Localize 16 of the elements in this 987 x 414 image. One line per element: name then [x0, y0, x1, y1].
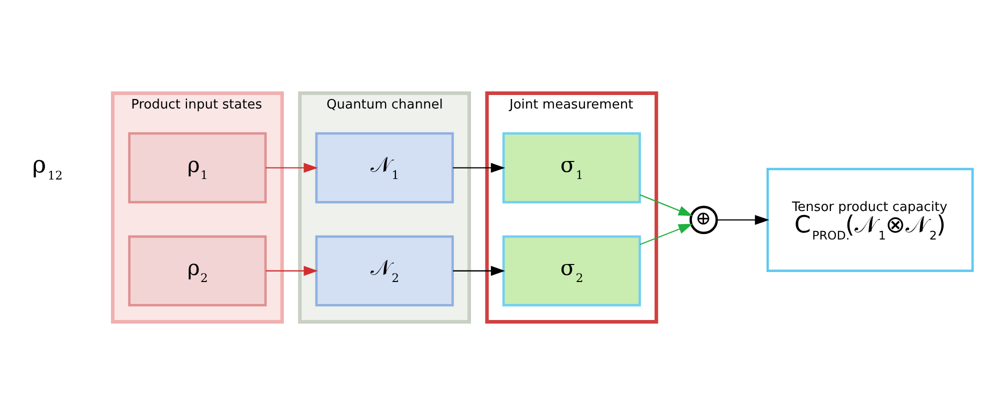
- arrow: [640, 223, 693, 245]
- node-box: 𝒩$_{1}$: [315, 132, 454, 203]
- arrow: [266, 162, 318, 172]
- label: ρ$_{12}$: [32, 150, 63, 182]
- node-box: ρ$_{1}$: [128, 132, 267, 203]
- node-circle: ⊕: [690, 205, 718, 234]
- arrow: [640, 194, 693, 216]
- arrow: [717, 214, 770, 224]
- node-box: Tensor product capacity C$_{PROD.}$(𝒩$_{1}$⊗𝒩$_{2}$): [766, 167, 974, 272]
- arrow: [452, 265, 506, 276]
- node-box: σ$_{1}$: [502, 132, 641, 203]
- node-box: σ$_{2}$: [502, 234, 641, 306]
- arrow: [266, 265, 318, 276]
- arrow: [452, 162, 506, 172]
- node-box: ρ$_{2}$: [128, 234, 267, 306]
- node-box: 𝒩$_{2}$: [315, 234, 454, 306]
